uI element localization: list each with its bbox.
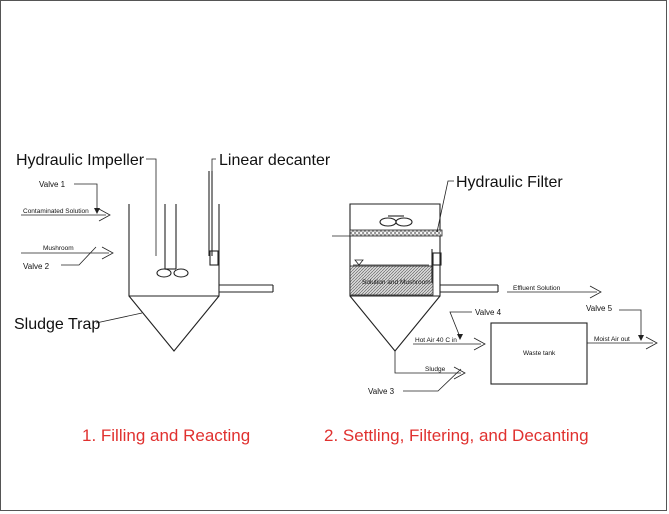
valve-4-label: Valve 4 <box>475 308 502 317</box>
sludge-label: Sludge <box>425 366 446 373</box>
solution-mushroom-label: Solution and Mushroom <box>362 279 431 286</box>
settled-layer <box>349 265 434 296</box>
impeller-leader <box>146 158 157 256</box>
hot-air-label: Hot Air 40 C in <box>415 337 457 344</box>
sludge-arrow <box>453 366 466 380</box>
mushroom-arrow <box>101 246 114 260</box>
decanter-leader <box>211 158 216 171</box>
valve-2-label: Valve 2 <box>23 262 50 271</box>
effluent-arrow <box>589 285 602 299</box>
impeller-1 <box>156 204 189 278</box>
valve-5-leader <box>619 309 642 338</box>
hot-air-arrow <box>473 337 486 351</box>
contaminated-solution-label: Contaminated Solution <box>23 208 89 215</box>
reactor-1-body <box>128 204 220 297</box>
valve-4-leader <box>449 311 472 338</box>
valve-1-label: Valve 1 <box>39 180 66 189</box>
sludge-trap-label: Sludge Trap <box>14 316 100 333</box>
sludge-line <box>394 351 461 374</box>
reactor-1 <box>128 204 220 352</box>
valve-5-label: Valve 5 <box>586 304 613 313</box>
waste-tank <box>490 322 588 385</box>
valve-1-leader <box>74 183 98 211</box>
sludge-trap-leader <box>95 312 143 324</box>
contaminated-solution-arrow <box>98 208 111 222</box>
stage-1-caption: 1. Filling and Reacting <box>82 426 250 445</box>
stage-2-caption: 2. Settling, Filtering, and Decanting <box>324 426 589 445</box>
reactor-2 <box>349 203 499 352</box>
hydraulic-filter-label: Hydraulic Filter <box>456 174 563 191</box>
decanter-1 <box>208 171 274 293</box>
valve-3-leader <box>403 368 462 392</box>
reactor-1-cone <box>128 295 220 352</box>
filter-mesh <box>349 229 443 237</box>
waste-tank-label: Waste tank <box>523 350 556 357</box>
valve-3-label: Valve 3 <box>368 387 395 396</box>
linear-decanter-label: Linear decanter <box>219 152 331 169</box>
mushroom-label: Mushroom <box>43 245 74 252</box>
moist-air-arrow <box>645 336 658 350</box>
effluent-solution-label: Effluent Solution <box>513 285 561 292</box>
filter-leader <box>436 180 454 233</box>
valve-2-leader <box>61 246 97 266</box>
moist-air-label: Moist Air out <box>594 336 630 343</box>
hydraulic-impeller-label: Hydraulic Impeller <box>16 152 145 169</box>
